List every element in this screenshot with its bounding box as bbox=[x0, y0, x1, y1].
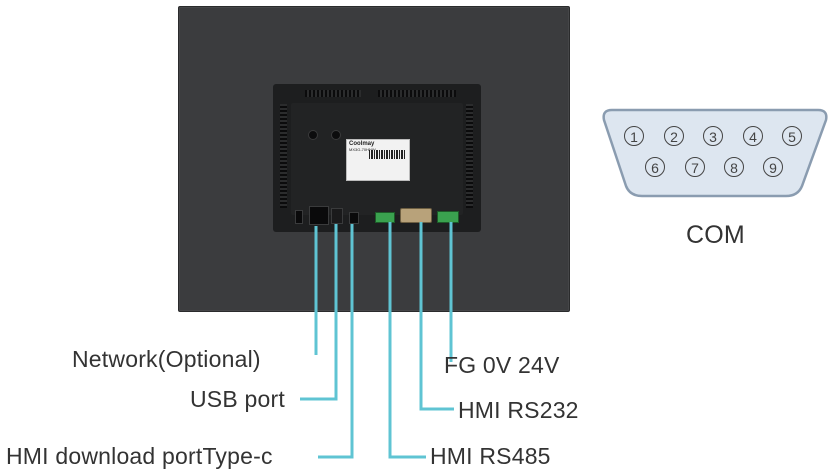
usb-port bbox=[331, 208, 343, 224]
screw-icon bbox=[308, 130, 318, 140]
label-model: MX3G-70HNW bbox=[349, 147, 376, 152]
com-pin-2: 2 bbox=[664, 126, 684, 146]
rs485-label: HMI RS485 bbox=[430, 443, 551, 469]
com-pin-9: 9 bbox=[763, 157, 783, 177]
vent-top-right bbox=[410, 90, 456, 97]
rs485-line bbox=[388, 222, 426, 459]
vent-top-center bbox=[378, 90, 434, 97]
com-pin-4: 4 bbox=[743, 126, 763, 146]
usb-label: USB port bbox=[190, 386, 285, 412]
download-label: HMI download portType-c bbox=[6, 443, 273, 469]
rs232-db9-port bbox=[400, 208, 432, 223]
network-label: Network(Optional) bbox=[72, 346, 261, 372]
vent-top-left bbox=[305, 90, 361, 97]
com-pin-3: 3 bbox=[703, 126, 723, 146]
rs485-terminal bbox=[375, 212, 395, 223]
rs232-line bbox=[419, 222, 454, 411]
typec-port bbox=[349, 212, 359, 224]
com-pin-7: 7 bbox=[685, 157, 705, 177]
rs232-label: HMI RS232 bbox=[458, 397, 579, 423]
product-label: Coolmay MX3G-70HNW bbox=[346, 139, 410, 181]
download-line bbox=[318, 224, 354, 459]
com-title: COM bbox=[686, 221, 745, 249]
label-brand: Coolmay bbox=[349, 141, 375, 147]
com-pin-8: 8 bbox=[724, 157, 744, 177]
power-terminal bbox=[437, 211, 459, 223]
com-pin-1: 1 bbox=[624, 126, 644, 146]
vent-right bbox=[466, 104, 473, 208]
com-pin-6: 6 bbox=[645, 157, 665, 177]
power-label: FG 0V 24V bbox=[444, 352, 560, 378]
network-port bbox=[309, 206, 329, 225]
switch-slot bbox=[295, 210, 303, 224]
screw-icon bbox=[331, 130, 341, 140]
barcode-icon bbox=[369, 150, 405, 159]
vent-left bbox=[280, 104, 287, 208]
usb-line bbox=[300, 224, 338, 401]
com-pin-5: 5 bbox=[782, 126, 802, 146]
